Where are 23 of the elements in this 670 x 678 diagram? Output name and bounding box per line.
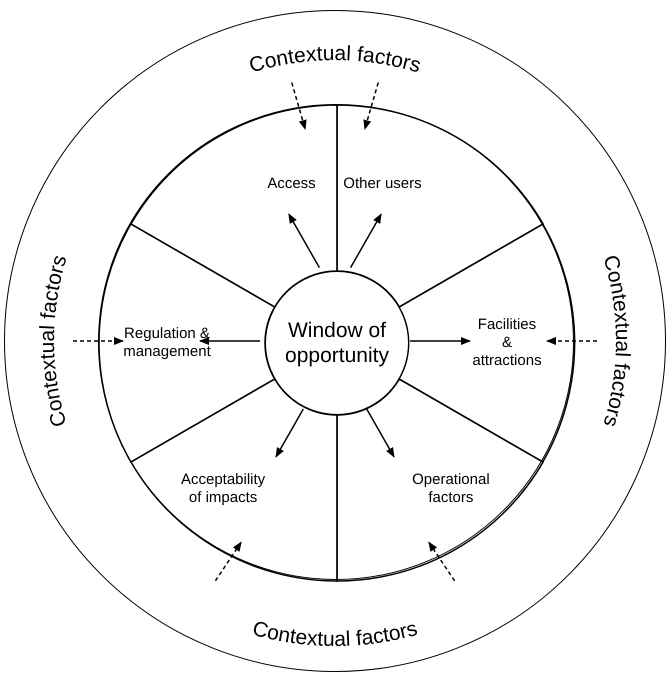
arrow: [199, 337, 260, 345]
arrow: [214, 541, 242, 582]
inner-circle: [98, 104, 574, 580]
arrow: [366, 408, 395, 458]
sector-label: Other users: [343, 175, 422, 194]
outer-ring: [4, 10, 666, 672]
arrow: [291, 82, 307, 130]
sector-label: Facilities & attractions: [472, 316, 542, 370]
arrow: [363, 82, 379, 130]
center-label: Window of opportunity: [284, 318, 390, 368]
arrow: [428, 541, 456, 582]
arrow: [546, 337, 597, 345]
sector-label: Acceptability of impacts: [180, 470, 266, 507]
sector-label: Regulation & management: [123, 325, 211, 361]
sector-label: Access: [267, 175, 316, 194]
arrow: [288, 213, 320, 268]
ring-label: Contextual factors: [250, 616, 420, 651]
sector-label: Operational factors: [411, 470, 491, 507]
arrow: [350, 213, 382, 268]
arrow: [73, 337, 124, 345]
arrow: [275, 408, 304, 458]
arrow: [410, 337, 471, 345]
ring-label: Contextual factors: [246, 42, 423, 78]
